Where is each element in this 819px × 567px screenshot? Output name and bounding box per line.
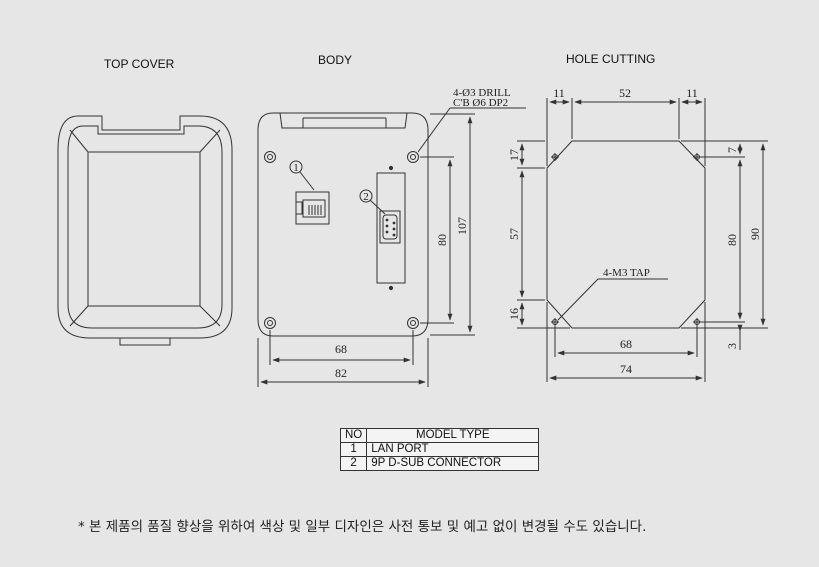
hole-cutting-drawing — [517, 98, 768, 382]
row-type: LAN PORT — [366, 442, 540, 457]
top-cover-inner-outline — [67, 125, 223, 329]
callout-1-number: 1 — [293, 162, 299, 174]
hole-cutting-title: HOLE CUTTING — [566, 52, 656, 66]
body-height-outer-dim: 107 — [455, 217, 469, 235]
callout-2-number: 2 — [363, 191, 369, 203]
row-no: 1 — [339, 442, 368, 457]
top-cover-drawing — [57, 115, 233, 346]
body-title: BODY — [318, 53, 353, 67]
hole-bottom-outer-dim: 74 — [620, 362, 632, 376]
body-width-outer-dim: 82 — [335, 366, 347, 380]
hole-top-right-dim: 11 — [686, 86, 698, 100]
top-cover-title: TOP COVER — [104, 57, 175, 71]
dsub-connector — [376, 165, 406, 291]
top-cover-outline — [57, 115, 233, 339]
drill-note-line-2: C'B Ø6 DP2 — [453, 97, 508, 109]
hole-bottom-inner-dim: 68 — [620, 337, 632, 351]
hole-left-bot-dim: 16 — [507, 308, 521, 320]
hole-top-mid-dim: 52 — [619, 86, 631, 100]
top-cover-panel — [87, 151, 201, 307]
hole-right-bot-dim: 3 — [725, 343, 739, 349]
body-outline — [257, 112, 429, 337]
callout-1-circle — [289, 160, 303, 174]
drill-note-line-1: 4-Ø3 DRILL — [453, 87, 511, 99]
table-row: 1 LAN PORT — [339, 442, 540, 457]
tap-holes — [551, 153, 701, 326]
body-width-inner-dim: 68 — [335, 342, 347, 356]
body-drawing — [257, 107, 526, 387]
disclaimer-note: * 본 제품의 품질 향상을 위하여 색상 및 일부 디자인은 사전 통보 및 … — [78, 519, 647, 535]
table-row: 2 9P D-SUB CONNECTOR — [339, 456, 540, 471]
hole-left-mid-dim: 57 — [507, 228, 521, 240]
body-dimension-texts: 4-Ø3 DRILL C'B Ø6 DP2 107 80 68 82 1 2 — [293, 87, 511, 380]
callout-2-circle — [359, 189, 373, 203]
hole-right-inner-dim: 80 — [725, 234, 739, 246]
body-height-inner-dim: 80 — [435, 234, 449, 246]
hole-right-top-dim: 7 — [725, 147, 739, 153]
header-no: NO — [339, 428, 368, 443]
row-no: 2 — [339, 456, 368, 471]
model-type-table: NO MODEL TYPE 1 LAN PORT 2 9P D-SUB CONN… — [339, 428, 540, 471]
lan-port — [295, 191, 330, 225]
hole-top-left-dim: 11 — [553, 86, 565, 100]
top-cover-hinge-tab — [119, 338, 171, 346]
header-model-type: MODEL TYPE — [366, 428, 540, 443]
body-top-tab — [279, 112, 408, 129]
hole-right-outer-dim: 90 — [748, 228, 762, 240]
body-mount-holes — [264, 151, 419, 329]
table-header-row: NO MODEL TYPE — [339, 428, 540, 443]
hole-cutting-dimension-texts: 11 52 11 17 57 16 7 80 90 3 68 74 4-M3 T… — [507, 86, 762, 376]
cutout-outline — [546, 140, 706, 329]
hole-left-top-dim: 17 — [507, 149, 521, 161]
row-type: 9P D-SUB CONNECTOR — [366, 456, 540, 471]
tap-note: 4-M3 TAP — [603, 267, 650, 279]
